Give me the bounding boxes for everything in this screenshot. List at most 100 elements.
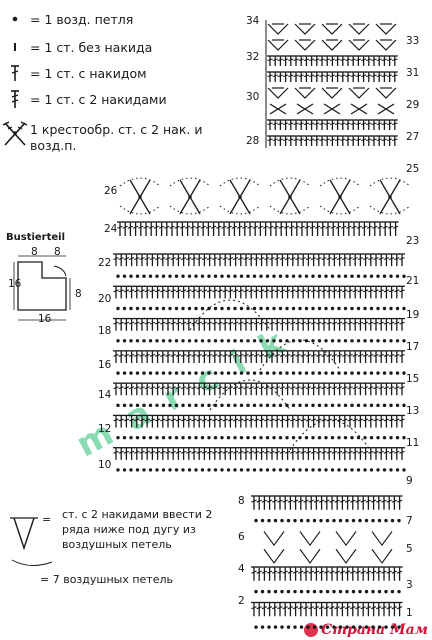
chain-dot — [239, 274, 244, 278]
lower-fan-motif — [371, 548, 393, 564]
chain-dot — [168, 306, 172, 311]
double-crochet-stitch — [386, 135, 393, 146]
chain-dot — [161, 403, 166, 408]
lower-fan-motif — [335, 548, 357, 564]
double-crochet-stitch — [269, 253, 275, 267]
chain-dot — [273, 589, 278, 594]
chain-dot — [332, 518, 336, 523]
chain-dot — [319, 518, 323, 523]
double-crochet-stitch — [267, 119, 273, 130]
row-number-right: 15 — [406, 373, 419, 385]
double-crochet-stitch — [180, 317, 187, 331]
chain-dot — [239, 339, 244, 343]
double-crochet-stitch — [165, 382, 171, 396]
double-crochet-stitch — [139, 447, 145, 460]
double-crochet-stitch — [153, 221, 160, 236]
chain-dot — [246, 435, 250, 440]
double-crochet-stitch — [381, 55, 388, 66]
double-crochet-stitch — [340, 221, 347, 236]
double-crochet-stitch — [315, 317, 322, 331]
double-crochet-stitch — [303, 135, 310, 146]
double-crochet-stitch — [331, 317, 338, 331]
double-crochet-stitch — [293, 55, 299, 66]
chain-dot — [148, 468, 153, 472]
double-crochet-stitch — [378, 382, 385, 396]
double-crochet-stitch — [263, 253, 270, 267]
chain-dot — [252, 306, 257, 311]
double-crochet-stitch — [206, 317, 213, 331]
chain-dot — [116, 306, 120, 311]
double-crochet-stitch — [251, 601, 257, 617]
chain-dot — [129, 403, 133, 408]
double-crochet-stitch — [349, 495, 356, 510]
chain-dot — [260, 589, 265, 594]
double-crochet-stitch — [180, 447, 187, 460]
chain-dot — [181, 371, 185, 375]
double-crochet-stitch — [393, 317, 400, 331]
double-crochet-stitch — [367, 253, 374, 267]
double-crochet-stitch — [253, 447, 260, 460]
double-crochet-stitch — [243, 285, 249, 299]
double-crochet-stitch — [175, 253, 182, 267]
chain-dot — [317, 371, 322, 375]
double-crochet-stitch — [237, 253, 244, 267]
chain-dot — [363, 339, 367, 343]
double-crochet-stitch — [313, 495, 320, 510]
double-crochet-stitch — [315, 414, 322, 428]
double-crochet-stitch — [339, 601, 346, 617]
chain-dot — [356, 306, 361, 311]
double-crochet-stitch — [331, 382, 338, 396]
chain-dot — [174, 371, 179, 375]
chain-dot — [358, 625, 362, 629]
double-crochet-stitch — [282, 119, 289, 130]
chain-dot — [142, 468, 146, 472]
chain-dot — [174, 435, 179, 440]
double-crochet-stitch — [313, 135, 320, 146]
chain-dot — [259, 274, 263, 278]
double-crochet-stitch — [243, 414, 249, 428]
double-crochet-stitch — [154, 350, 161, 363]
double-crochet-stitch — [326, 414, 333, 428]
chain-dot — [254, 589, 258, 594]
note-chain-count: = 7 воздушных петель — [40, 573, 173, 586]
double-crochet-stitch — [226, 221, 233, 236]
chain-dot — [272, 371, 276, 375]
chain-dot — [285, 371, 289, 375]
double-crochet-stitch — [362, 285, 369, 299]
double-crochet-stitch — [349, 601, 356, 617]
chain-dot — [187, 371, 192, 375]
chain-dot — [116, 403, 120, 408]
double-crochet-stitch — [297, 566, 304, 581]
double-crochet-stitch — [175, 447, 182, 460]
double-crochet-stitch — [321, 447, 327, 460]
chain-dot — [278, 274, 283, 278]
double-crochet-stitch — [118, 285, 125, 299]
chain-dot — [350, 306, 354, 311]
chain-dot — [369, 403, 374, 408]
double-crochet-stitch — [144, 253, 151, 267]
chain-dot — [213, 371, 218, 375]
double-crochet-stitch — [324, 55, 331, 66]
double-crochet-stitch — [159, 253, 166, 267]
double-crochet-stitch — [272, 119, 279, 130]
double-crochet-stitch — [196, 317, 203, 331]
chain-dot — [377, 625, 382, 629]
chain-dot — [278, 468, 283, 472]
double-crochet-stitch — [274, 414, 281, 428]
double-crochet-stitch — [267, 135, 273, 146]
double-crochet-stitch — [352, 447, 359, 460]
chain-dot — [155, 339, 159, 343]
double-crochet-stitch — [308, 601, 315, 617]
chain-dot-icon — [0, 14, 30, 24]
double-crochet-stitch — [236, 221, 243, 236]
double-crochet-stitch — [154, 285, 161, 299]
double-crochet-stitch — [279, 382, 286, 396]
chain-dot — [135, 435, 140, 440]
double-crochet-stitch — [383, 447, 390, 460]
double-crochet-stitch — [243, 447, 249, 460]
chain-dot — [356, 468, 361, 472]
chain-dot — [343, 371, 348, 375]
chain-dot — [388, 195, 392, 199]
double-crochet-stitch — [253, 350, 260, 363]
double-crochet-stitch — [243, 317, 249, 331]
